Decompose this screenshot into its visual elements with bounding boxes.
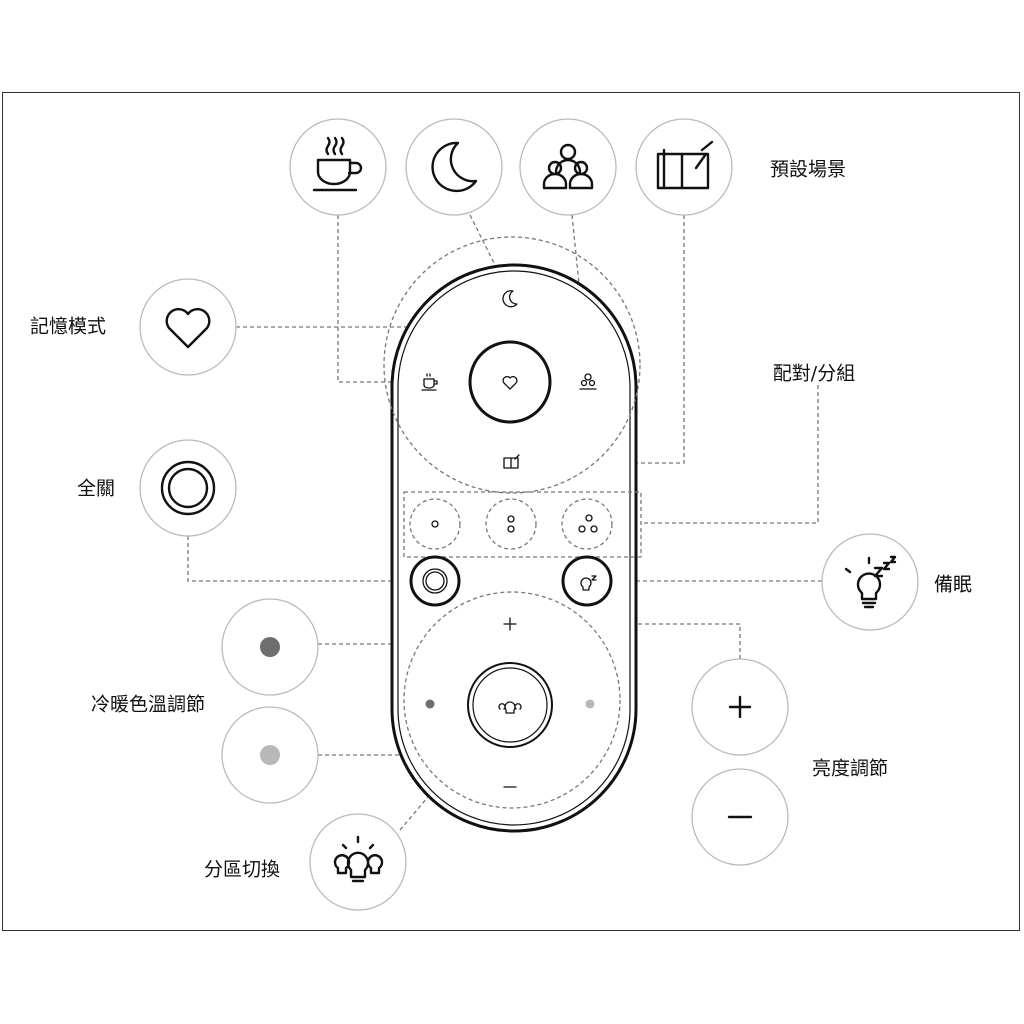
standby-icon [821,533,919,631]
memory-heart-icon [139,278,237,376]
remote-standby-button[interactable] [561,555,613,607]
remote-warm-dot[interactable] [425,699,435,709]
brightness-plus-icon [691,658,789,756]
scene-ring [383,236,641,494]
zone-switch-icon [309,813,407,911]
scene-moon-icon [405,118,503,216]
scene-people-icon [519,118,617,216]
pair-button-2[interactable] [485,498,537,550]
pair-button-1[interactable] [409,498,461,550]
label-brightness: 亮度調節 [811,757,889,780]
remote-cool-dot[interactable] [585,699,595,709]
remote-body [383,236,642,833]
remote-off-button[interactable] [409,555,461,607]
label-preset-scenes: 預設場景 [769,158,847,181]
scene-coffee-icon [289,118,387,216]
cool-color-icon [221,706,319,804]
remote-moon-icon[interactable] [502,290,518,308]
label-zone-switch: 分區切換 [203,858,281,881]
remote-zone-button[interactable] [467,662,553,748]
pair-group-area [403,491,642,558]
remote-coffee-icon[interactable] [421,373,438,391]
label-memory-mode: 記憶模式 [29,315,107,338]
brightness-minus-icon [691,768,789,866]
label-standby: 備眠 [933,573,973,596]
label-pair-group: 配對/分組 [772,362,856,385]
remote-people-icon[interactable] [579,373,597,390]
scene-book-icon [635,118,733,216]
remote-heart-button[interactable] [468,340,552,424]
remote-book-icon[interactable] [503,454,520,469]
label-color-temp: 冷暖色溫調節 [90,693,206,716]
warm-color-icon [221,598,319,696]
brightness-ring [403,591,621,809]
all-off-icon [139,439,237,537]
diagram-frame [2,92,1020,931]
remote-plus-button[interactable] [503,617,517,631]
pair-button-3[interactable] [561,498,613,550]
label-all-off: 全關 [76,477,116,500]
